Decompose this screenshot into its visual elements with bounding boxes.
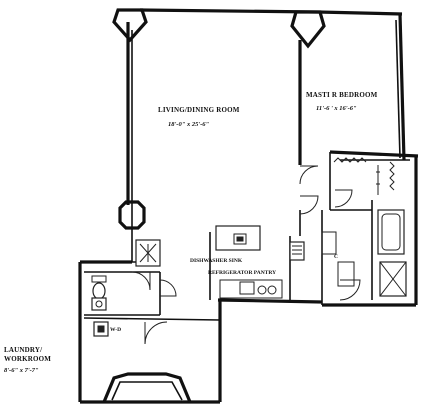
refrigerator-pantry-label: REFRIGERATOR PANTRY	[208, 270, 276, 276]
washer-dryer-label: W-D	[110, 327, 121, 333]
shower	[379, 261, 407, 297]
bedroom-name: MASTI R BEDROOM	[306, 91, 378, 99]
closet-c-label: C	[334, 254, 338, 260]
bay-window	[102, 372, 192, 403]
bedroom-closet-shelving	[333, 157, 395, 195]
interior-walls	[83, 152, 410, 321]
kitchen-counter	[219, 279, 283, 299]
column-top-middle	[290, 10, 326, 49]
toilet	[91, 275, 107, 300]
tub	[377, 209, 405, 255]
living-room-dims: 18'-0" x 25'-6"	[168, 121, 210, 128]
laundry-machine	[93, 321, 109, 337]
powder-sink	[91, 297, 107, 311]
pantry-shelves	[289, 241, 305, 261]
laundry-dims: 8'-6" x 7'-7"	[4, 367, 39, 374]
laundry-name-line1: LAUNDRY/	[4, 346, 43, 354]
doors	[131, 165, 361, 345]
bedroom-dims: 11'-6 ' x 16'-6"	[316, 105, 357, 112]
bath-sink-vanity	[321, 231, 355, 287]
column-top-left	[112, 8, 148, 43]
living-room-name: LIVING/DINING ROOM	[158, 106, 240, 114]
kitchen-island	[215, 225, 261, 251]
dishwasher-sink-label: DISHWASHER SINK	[190, 258, 243, 264]
foyer-closet	[135, 239, 161, 267]
column-left-middle	[118, 200, 146, 230]
exterior-walls	[78, 8, 419, 404]
laundry-name-line2: WORKROOM	[4, 355, 51, 363]
